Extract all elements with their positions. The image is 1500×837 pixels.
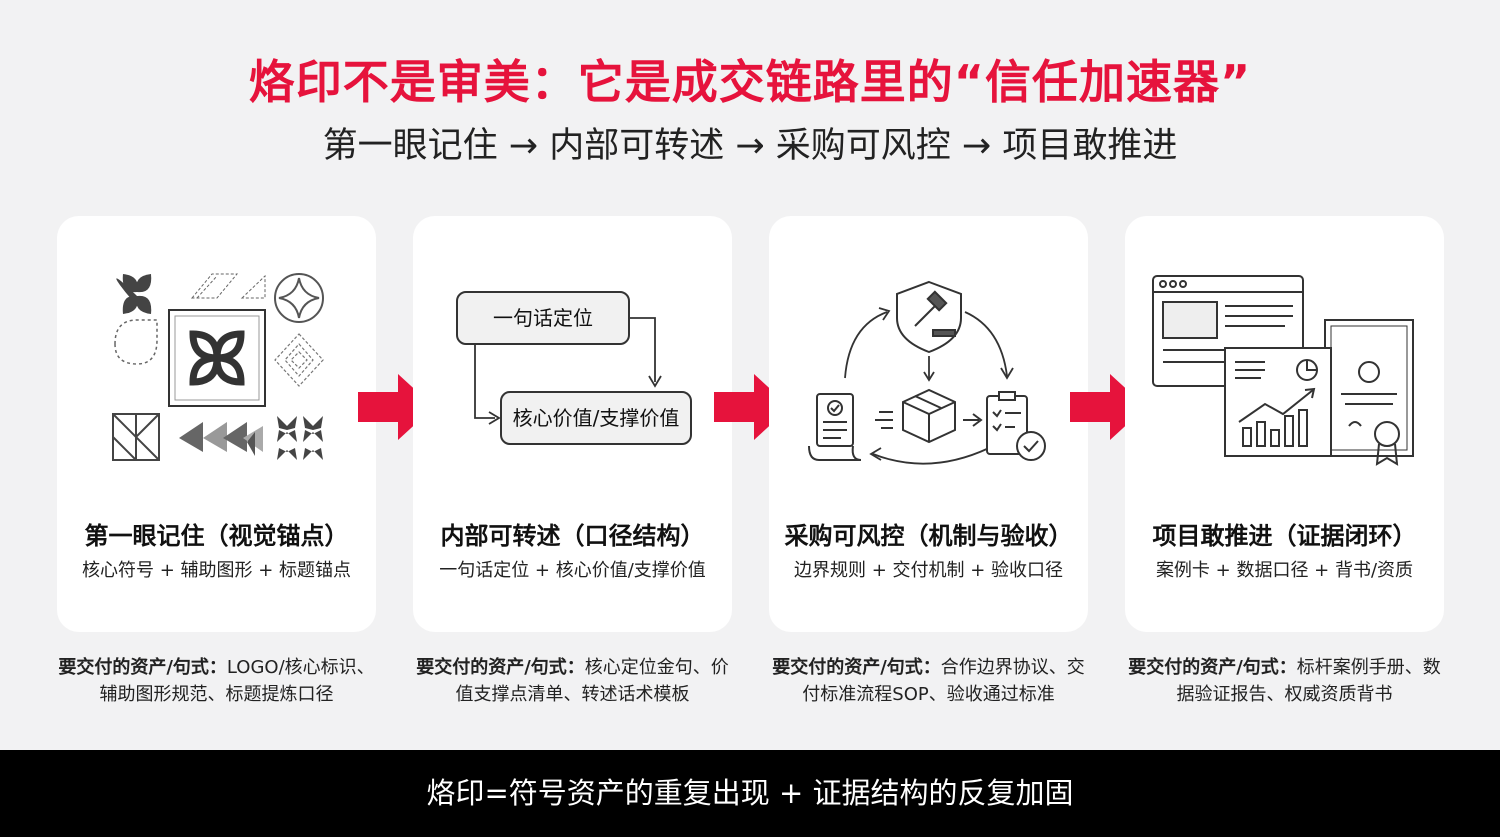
petal-icon <box>116 274 152 314</box>
card-visual-anchor: 第一眼记住（视觉锚点） 核心符号 + 辅助图形 + 标题锚点 <box>57 216 376 632</box>
deliverables-label: 要交付的资产/句式： <box>772 657 941 678</box>
connector-lines <box>474 317 662 425</box>
deliverables-text: 核心定位金句、价值支撑点清单、转述话术模板 <box>455 657 729 705</box>
procurement-illustration <box>808 280 1046 465</box>
document-check-icon <box>808 393 862 461</box>
card-internal-narrative: 一句话定位 核心价值/支撑价值 内部可转述（口径结构） 一句话定位 + 核心价值… <box>413 216 732 632</box>
footer-banner: 烙印=符号资产的重复出现 + 证据结构的反复加固 <box>0 750 1500 837</box>
card-procurement-risk: 采购可风控（机制与验收） 边界规则 + 交付机制 + 验收口径 <box>769 216 1088 632</box>
checklist-icon <box>963 391 1046 461</box>
arrow-shapes-icon <box>179 422 263 456</box>
card-title: 内部可转述（口径结构） <box>440 522 705 550</box>
evidence-illustration <box>1152 275 1414 466</box>
card-title: 第一眼记住（视觉锚点） <box>84 522 349 550</box>
box-one-liner <box>456 291 630 345</box>
deliverables-1: 要交付的资产/句式：LOGO/核心标识、辅助图形规范、标题提炼口径 <box>57 654 376 708</box>
shield-gavel-icon <box>896 280 962 354</box>
dashed-drop-icon <box>114 319 158 365</box>
x-pattern-icon <box>277 416 323 460</box>
card-subtitle: 边界规则 + 交付机制 + 验收口径 <box>793 560 1064 581</box>
deliverables-4: 要交付的资产/句式：标杆案例手册、数据验证报告、权威资质背书 <box>1125 654 1444 708</box>
folded-square-icon <box>112 413 160 461</box>
package-box-icon <box>875 388 956 444</box>
card-subtitle: 一句话定位 + 核心价值/支撑价值 <box>439 560 706 581</box>
deliverables-text: LOGO/核心标识、辅助图形规范、标题提炼口径 <box>99 657 375 705</box>
core-logo-icon <box>168 309 266 407</box>
box-core-value-label: 核心价值/支撑价值 <box>512 406 680 430</box>
card-subtitle: 案例卡 + 数据口径 + 背书/资质 <box>1155 560 1414 581</box>
deliverables-3: 要交付的资产/句式：合作边界协议、交付标准流程SOP、验收通过标准 <box>769 654 1088 708</box>
page-subtitle: 第一眼记住 → 内部可转述 → 采购可风控 → 项目敢推进 <box>322 126 1178 166</box>
star-circle-icon <box>274 273 324 323</box>
cycle-arrows <box>844 307 1014 465</box>
box-core-value <box>500 391 692 445</box>
narrative-illustration <box>456 291 692 445</box>
card-title: 项目敢推进（证据闭环） <box>1152 522 1417 550</box>
visual-anchor-illustration <box>112 273 324 461</box>
page-title: 烙印不是审美：它是成交链路里的“信任加速器” <box>248 55 1252 109</box>
card-subtitle: 核心符号 + 辅助图形 + 标题锚点 <box>81 560 352 581</box>
certificate-icon <box>1324 319 1414 466</box>
deliverables-text: 合作边界协议、交付标准流程SOP、验收通过标准 <box>802 657 1085 705</box>
card-title: 采购可风控（机制与验收） <box>784 522 1073 550</box>
deliverables-label: 要交付的资产/句式： <box>1128 657 1297 678</box>
report-chart-icon <box>1224 347 1332 457</box>
deliverables-label: 要交付的资产/句式： <box>58 657 227 678</box>
deliverables-2: 要交付的资产/句式：核心定位金句、价值支撑点清单、转述话术模板 <box>413 654 732 708</box>
triangles-dashed-icon <box>190 273 266 299</box>
dashed-diamond-icon <box>274 333 324 387</box>
card-evidence-loop: 项目敢推进（证据闭环） 案例卡 + 数据口径 + 背书/资质 <box>1125 216 1444 632</box>
box-one-liner-label: 一句话定位 <box>493 306 593 330</box>
deliverables-label: 要交付的资产/句式： <box>416 657 585 678</box>
deliverables-text: 标杆案例手册、数据验证报告、权威资质背书 <box>1176 657 1441 705</box>
